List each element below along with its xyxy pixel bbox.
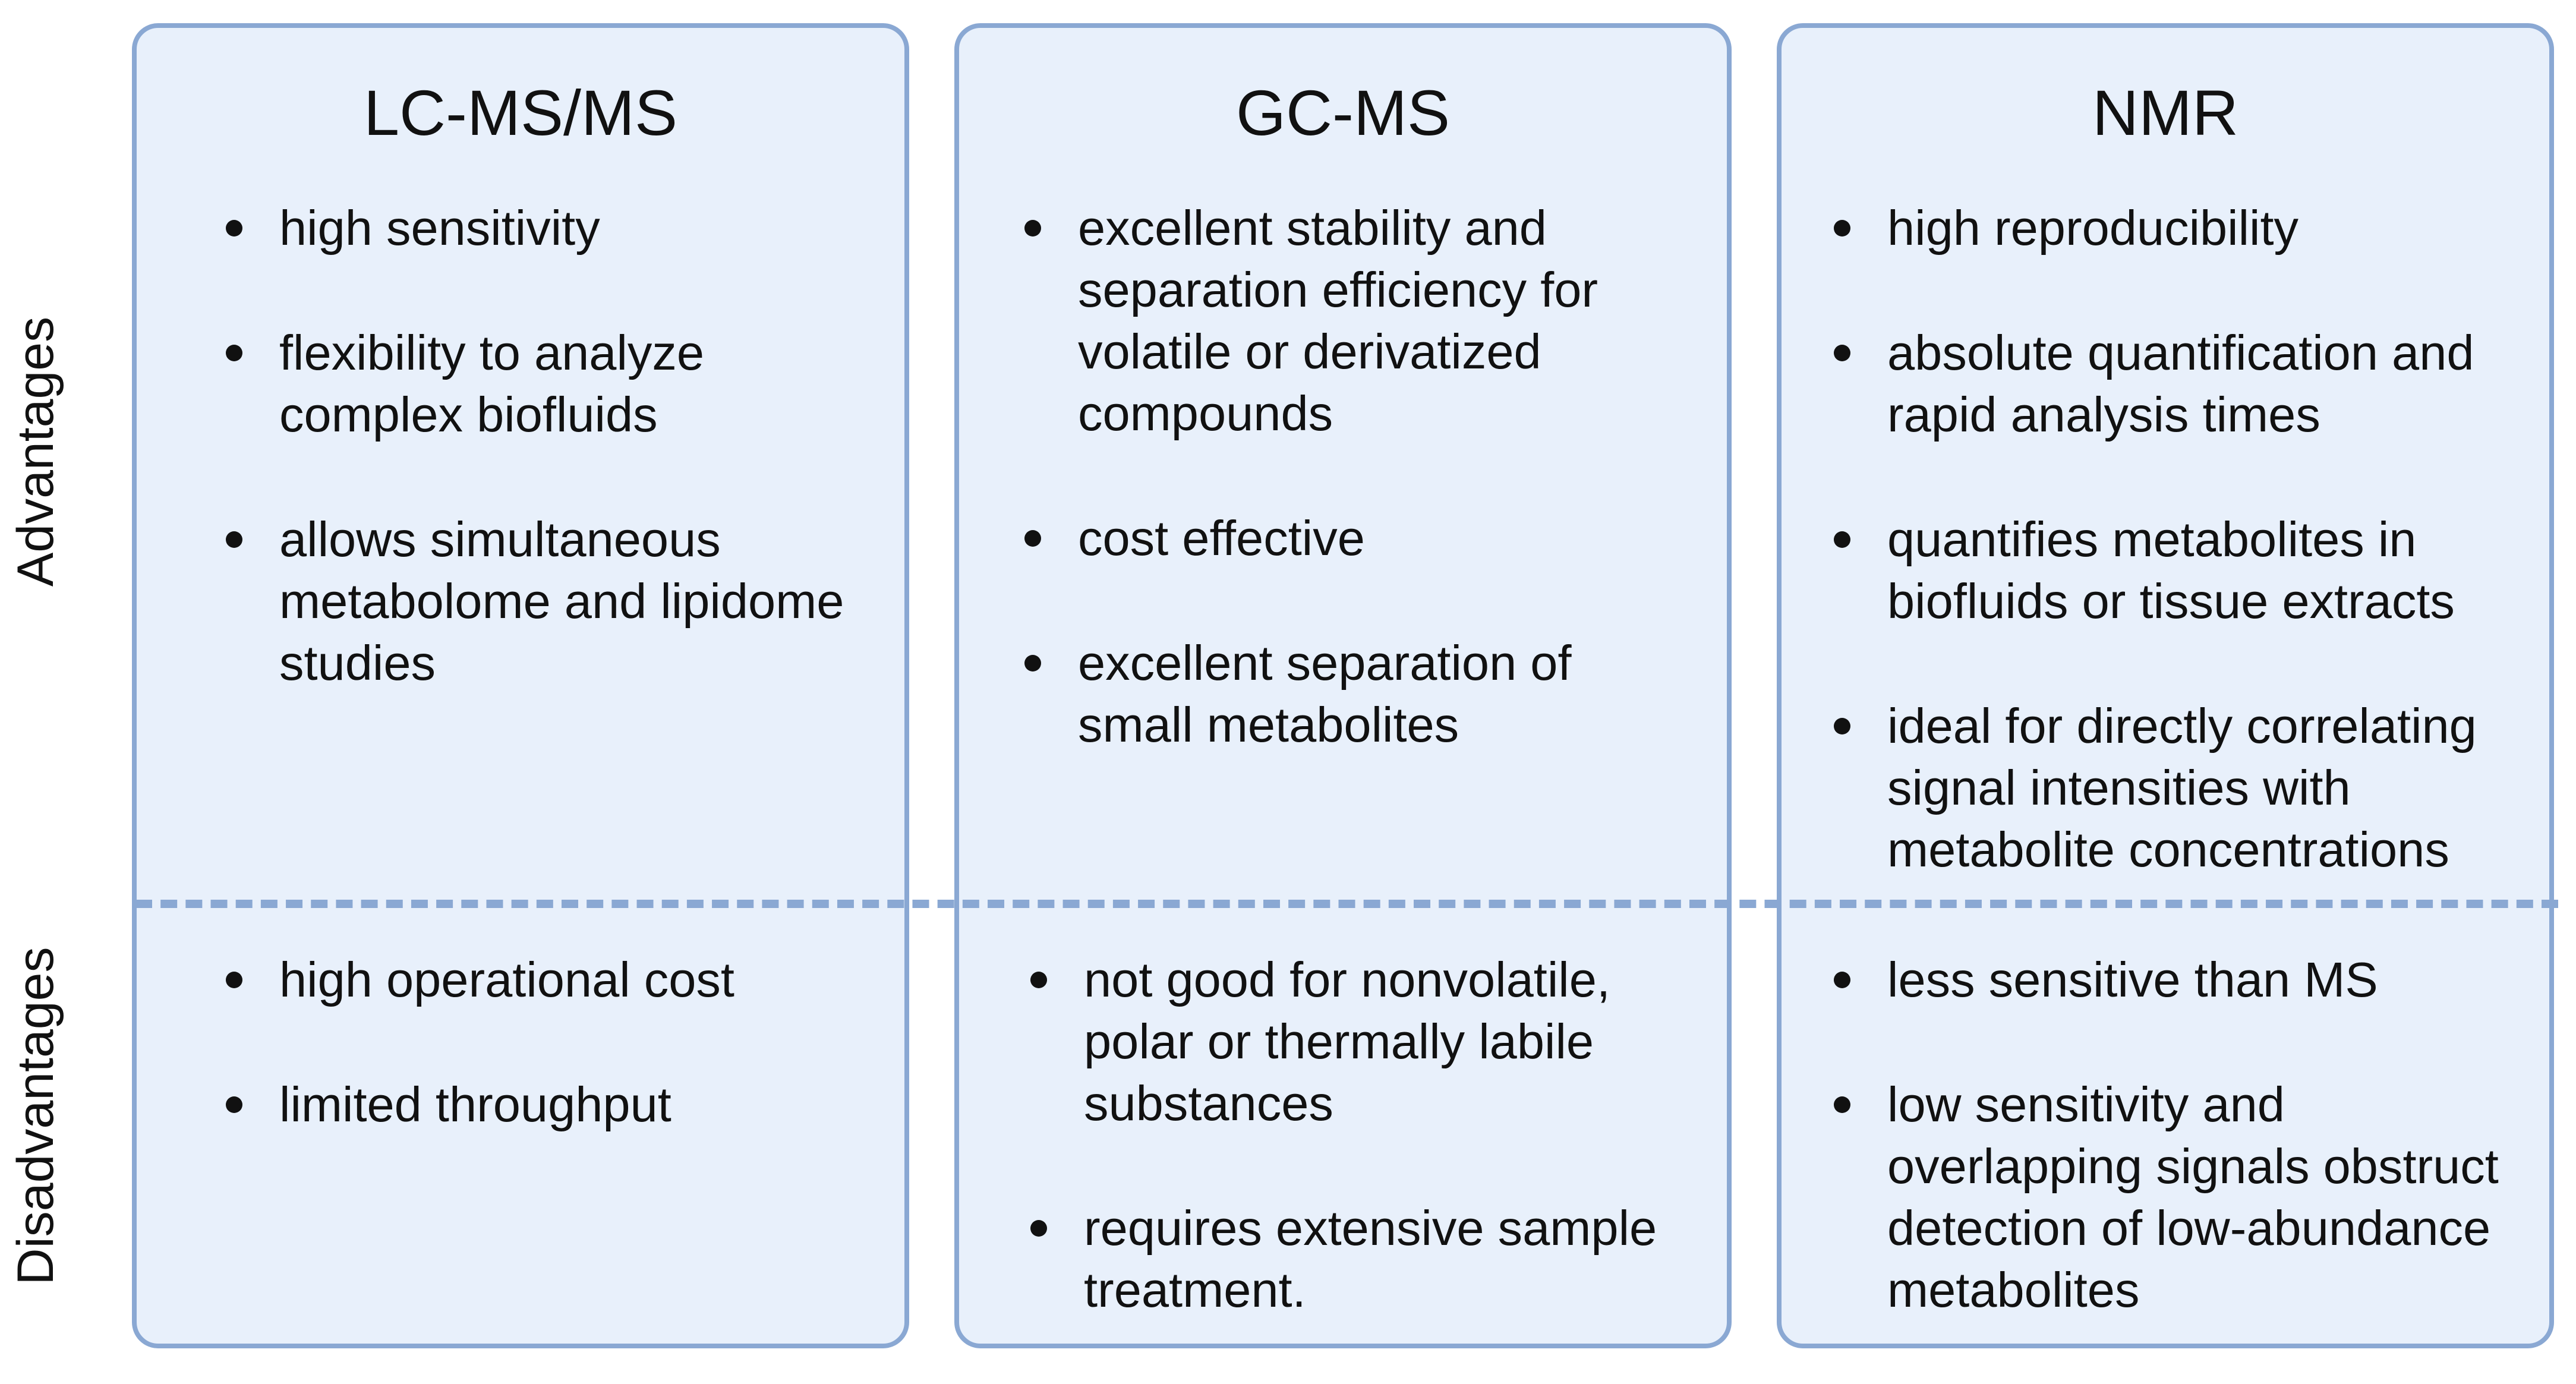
- advantages-list: excellent stability and separation effic…: [1024, 197, 1691, 819]
- list-item: limited throughput: [226, 1074, 869, 1136]
- list-item: low sensitivity and overlapping signals …: [1834, 1074, 2514, 1321]
- list-item: cost effective: [1024, 507, 1691, 569]
- list-item: excellent stability and separation effic…: [1024, 197, 1691, 444]
- list-item: excellent separation of small metabolite…: [1024, 632, 1691, 756]
- advantages-row-label: Advantages: [7, 316, 64, 587]
- list-item: requires extensive sample treatment.: [1030, 1197, 1691, 1321]
- disadvantages-list: high operational cost limited throughput: [226, 949, 869, 1199]
- column-card-lc-ms: LC-MS/MS high sensitivity flexibility to…: [132, 23, 909, 1348]
- disadvantages-row-label: Disadvantages: [7, 947, 64, 1285]
- list-item: not good for nonvolatile, polar or therm…: [1030, 949, 1691, 1134]
- column-title: NMR: [2092, 77, 2238, 149]
- advantages-list: high sensitivity flexibility to analyze …: [226, 197, 869, 757]
- list-item: high operational cost: [226, 949, 869, 1011]
- column-card-nmr: NMR high reproducibility absolute quanti…: [1777, 23, 2554, 1348]
- list-item: flexibility to analyze complex biofluids: [226, 322, 869, 446]
- disadvantages-list: not good for nonvolatile, polar or therm…: [1030, 949, 1691, 1384]
- list-item: high reproducibility: [1834, 197, 2514, 259]
- list-item: allows simultaneous metabolome and lipid…: [226, 509, 869, 694]
- list-item: high sensitivity: [226, 197, 869, 259]
- list-item: less sensitive than MS: [1834, 949, 2514, 1011]
- advantages-list: high reproducibility absolute quantifica…: [1834, 197, 2514, 944]
- list-item: absolute quantification and rapid analys…: [1834, 322, 2514, 446]
- list-item: ideal for directly correlating signal in…: [1834, 695, 2514, 881]
- column-title: GC-MS: [1236, 77, 1450, 149]
- column-title: LC-MS/MS: [363, 77, 678, 149]
- list-item: quantifies metabolites in biofluids or t…: [1834, 509, 2514, 632]
- column-card-gc-ms: GC-MS excellent stability and separation…: [954, 23, 1732, 1348]
- section-divider: [135, 900, 2558, 908]
- disadvantages-list: less sensitive than MS low sensitivity a…: [1834, 949, 2514, 1384]
